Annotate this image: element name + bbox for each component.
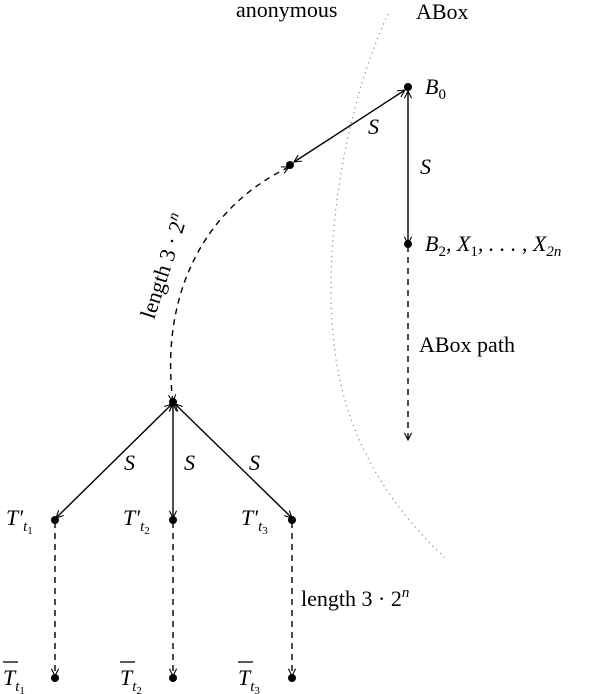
anonymous-label: anonymous	[236, 0, 337, 22]
edge-label-s-top-vert: S	[420, 154, 431, 179]
node-t2-bar	[169, 674, 177, 682]
edge-root-to-t3	[175, 404, 292, 518]
label-t1-prime: T′t1	[6, 505, 33, 537]
label-t3-prime: T′t3	[241, 505, 268, 537]
edge-label-s-top-diag: S	[368, 114, 379, 139]
edge-label-s-left: S	[124, 450, 135, 475]
node-t3-prime	[288, 516, 296, 524]
node-t3-bar	[288, 674, 296, 682]
node-t2-prime	[169, 516, 177, 524]
label-t3-bar: Tt3	[238, 665, 260, 694]
length-bottom-label: length 3 · 2n	[301, 585, 409, 611]
node-anon	[286, 161, 294, 169]
label-b0: B0	[425, 74, 446, 103]
abox-path-label: ABox path	[419, 332, 515, 357]
abox-label: ABox	[416, 0, 469, 24]
edge-label-s-right: S	[249, 450, 260, 475]
label-t2-prime: T′t2	[123, 505, 150, 537]
edge-b0-to-anon	[294, 90, 405, 162]
label-t1-bar: Tt1	[3, 665, 25, 694]
node-b2	[404, 240, 412, 248]
edge-label-s-mid: S	[184, 450, 195, 475]
node-b0	[404, 83, 412, 91]
node-t1-bar	[51, 674, 59, 682]
label-b2: B2, X1, . . . , X2n	[425, 231, 561, 260]
edge-root-to-t1	[56, 404, 172, 518]
label-t2-bar: Tt2	[120, 665, 142, 694]
length-curve-edge	[171, 167, 289, 402]
length-curve-label: length 3 · 2n	[134, 210, 192, 321]
node-root	[169, 398, 177, 406]
node-t1-prime	[51, 516, 59, 524]
abox-boundary	[330, 13, 446, 559]
